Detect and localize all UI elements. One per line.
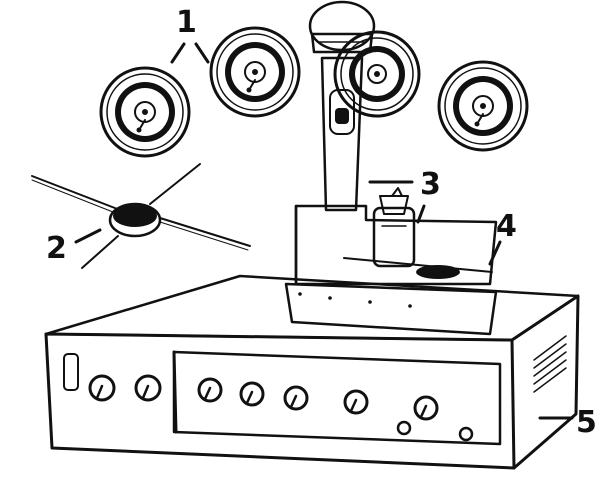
callout-1: 1 <box>176 5 197 40</box>
boundary-microphone-icon <box>31 163 251 269</box>
receiver-unit-icon <box>44 274 580 470</box>
callout-4: 4 <box>496 209 517 244</box>
callout-3: 3 <box>420 167 441 202</box>
callout-5: 5 <box>576 405 597 440</box>
leader-lines <box>74 42 574 420</box>
callout-2: 2 <box>46 231 67 266</box>
ceiling-speaker-icon <box>99 26 529 158</box>
handheld-microphone-icon <box>308 0 376 212</box>
charging-dock-icon <box>284 204 498 336</box>
bodypack-transmitter-icon <box>372 187 416 268</box>
